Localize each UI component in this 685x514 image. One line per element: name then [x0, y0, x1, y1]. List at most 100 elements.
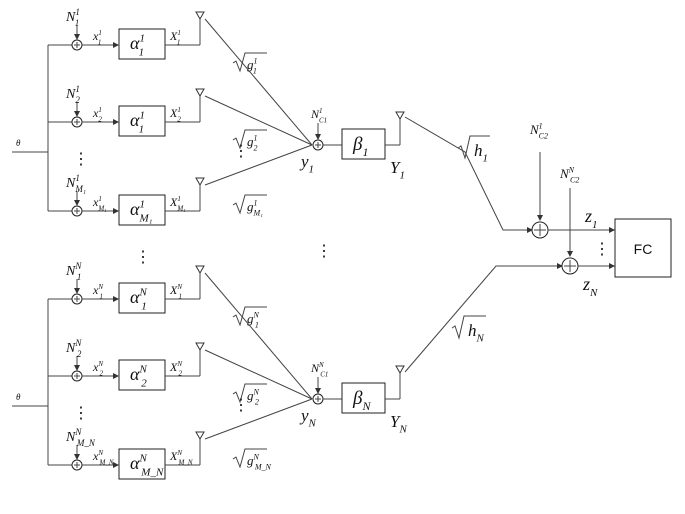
received-signal-label: y1 [299, 152, 314, 175]
sensor-noise-label-superscript: N [74, 427, 82, 437]
relay-channel-gain-label: hN [468, 321, 485, 344]
observation-label-base: x [92, 195, 99, 209]
fc-noise-label-1-base: N [529, 122, 540, 137]
channel-gain-label-base: g [247, 134, 254, 149]
fc-input-label-N: zN [582, 274, 598, 299]
cluster-noise-label-superscript: 1 [319, 107, 323, 115]
arrowhead [537, 215, 543, 221]
arrowhead [74, 34, 80, 40]
fc-noise-label-1-superscript: 1 [539, 122, 543, 131]
amplifier-gain-label: β1 [352, 134, 368, 159]
fusion-center-label: FC [634, 241, 653, 257]
fc-noise-label-N-subscript: C2 [570, 176, 579, 185]
observation-label-base: x [92, 106, 99, 120]
amplifier-gain-label-subscript: 1 [362, 145, 368, 159]
arrowhead [527, 227, 533, 233]
channel-gain-label-base: g [247, 388, 254, 403]
transmit-signal-label-base: X [169, 106, 178, 120]
transmit-signal-label-superscript: N [176, 360, 182, 368]
fc-noise-label-N-base: N [559, 166, 570, 181]
sensor-noise-label-subscript: 2 [75, 95, 80, 105]
sensor-gain-label-subscript: M_N [140, 466, 164, 478]
cluster-noise-label-base: N [310, 361, 320, 375]
sensor-gain-label-subscript: 1 [141, 300, 147, 312]
arrowhead [113, 296, 119, 302]
transmit-signal-label-base: X [169, 29, 178, 43]
sensor-gain-label-superscript: N [138, 363, 147, 375]
received-signal-label-base: y [299, 406, 309, 425]
arrowhead [74, 288, 80, 294]
arrowhead [74, 454, 80, 460]
cluster-noise-label-subscript: C1 [319, 116, 327, 124]
transmit-signal-label-subscript: M_N [178, 458, 193, 466]
channel-gain-label-superscript: 1 [254, 199, 258, 208]
transmit-signal-label-superscript: 1 [177, 195, 181, 203]
channel-gain-label-base: g [247, 453, 254, 468]
arrowhead [609, 263, 615, 269]
relay-channel-gain-label-subscript: 1 [483, 152, 489, 164]
observation-label-subscript: 2 [98, 115, 102, 123]
arrowhead [74, 365, 80, 371]
observation-label-base: x [92, 283, 99, 297]
sqrt-symbol [232, 194, 267, 215]
wireless-channel-line [204, 95, 313, 146]
antenna-icon [195, 11, 205, 21]
relay-output-label-subscript: 1 [399, 169, 405, 181]
ellipsis-vertical: ⋮ [73, 151, 89, 168]
amplifier-block [341, 382, 386, 414]
sqrt-symbol [232, 448, 267, 469]
channel-gain-label-subscript: 1 [255, 321, 259, 330]
sqrt-symbol [232, 306, 267, 327]
sensor-noise-label-superscript: N [74, 261, 82, 271]
ellipsis-vertical: ⋮ [316, 243, 332, 260]
transmit-signal-label-subscript: 1 [179, 292, 183, 300]
antenna-icon [395, 365, 405, 375]
transmit-signal-label-base: X [169, 195, 178, 209]
transmit-signal-label-subscript: M₁ [176, 204, 185, 212]
fusion-center-block [614, 218, 672, 278]
arrowhead [567, 251, 573, 257]
fc-noise-label-1-subscript: C2 [539, 132, 548, 141]
summing-junction [531, 221, 549, 239]
ellipsis-vertical: ⋮ [233, 397, 249, 414]
sensor-gain-label-superscript: 1 [139, 198, 145, 210]
channel-gain-label-base: g [247, 57, 254, 72]
wireless-channel-line [204, 272, 313, 400]
channel-gain-label-superscript: N [253, 311, 260, 320]
sensor-noise-label-subscript: 1 [75, 18, 80, 28]
fc-input-label-1: z1 [584, 206, 598, 231]
sqrt-symbol [457, 135, 490, 160]
sensor-gain-label-superscript: N [138, 286, 147, 298]
observation-label-base: x [92, 449, 99, 463]
transmit-signal-label-superscript: 1 [177, 106, 181, 114]
transmit-signal-label-superscript: N [176, 449, 182, 457]
observation-label-subscript: 2 [100, 369, 104, 377]
arrowhead [113, 462, 119, 468]
fc-input-label-N-base: z [582, 274, 590, 294]
sensor-noise-label-base: N [65, 176, 76, 191]
channel-gain-label-subscript: 1 [253, 67, 257, 76]
summing-junction [71, 116, 83, 128]
received-signal-label-subscript: 1 [309, 163, 315, 175]
amplifier-gain-label-subscript: N [361, 399, 371, 413]
arrowhead [609, 227, 615, 233]
channel-gain-label-superscript: N [253, 388, 260, 397]
sqrt-symbol [232, 129, 267, 150]
cluster-noise-label-subscript: C1 [320, 370, 328, 378]
observation-label-superscript: 1 [98, 29, 101, 37]
channel-gain-label-base: g [247, 311, 254, 326]
